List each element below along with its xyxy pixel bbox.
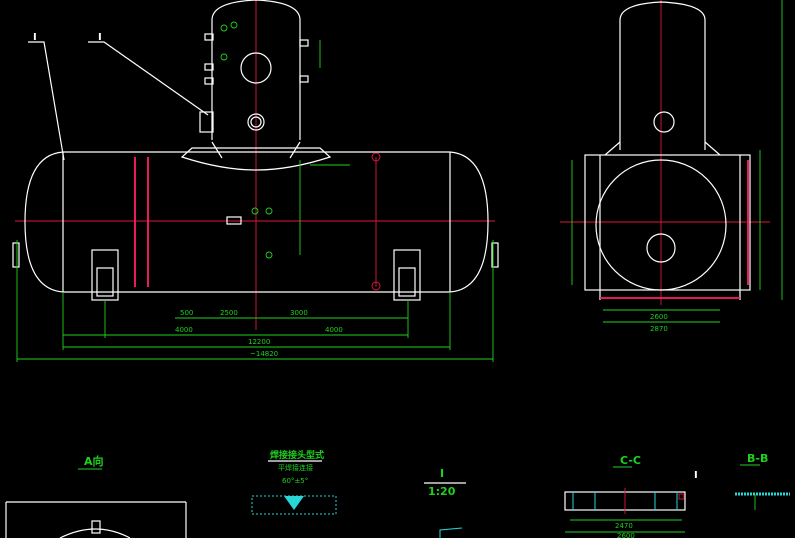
side-view: 2600 2870 <box>560 0 783 333</box>
dim-segment: 3000 <box>290 309 308 317</box>
lifting-lug-left <box>12 242 20 268</box>
weld-detail: 焊接接头型式 平焊接连接 60°±5° <box>251 449 337 515</box>
front-view: I I ~14820 12200 4000 4000 2500 3000 500 <box>12 0 499 362</box>
manhole-upper <box>240 52 272 84</box>
support-right <box>393 249 421 301</box>
horizontal-vessel-shell <box>24 151 489 293</box>
weld-subtitle: 平焊接连接 <box>278 463 313 472</box>
detail-i-partial <box>439 527 463 538</box>
nozzle <box>204 63 214 71</box>
dimension-lines <box>16 40 494 362</box>
view-a-label: A向 <box>84 454 104 468</box>
view-a: A向 <box>5 454 187 538</box>
gauge-connection <box>371 281 381 291</box>
weld-angle: 60°±5° <box>282 477 308 485</box>
nozzle <box>204 77 214 85</box>
nozzle <box>204 33 214 41</box>
side-dome <box>619 1 706 150</box>
dome-saddle <box>180 147 332 171</box>
section-bb: B-B <box>735 452 790 510</box>
detail-i-label: I <box>440 467 444 480</box>
side-nozzle <box>653 111 675 133</box>
side-nozzle <box>199 111 214 133</box>
detail-marker: I <box>98 32 102 43</box>
view-a-arc <box>59 528 131 538</box>
lifting-lug-right <box>491 242 499 268</box>
side-dimension-lines <box>571 0 783 323</box>
detail-marker-box <box>678 493 685 500</box>
weld-bead <box>284 496 304 510</box>
nozzle-circle <box>247 113 265 131</box>
cc-dim: 2600 <box>617 532 635 538</box>
dim-segment: 500 <box>180 309 193 317</box>
section-bb-label: B-B <box>747 452 768 465</box>
nozzle <box>299 75 309 83</box>
detail-leader <box>28 41 65 161</box>
cc-detail-marker: I <box>694 470 698 481</box>
section-cc-label: C-C <box>620 454 641 467</box>
nozzle <box>299 39 309 47</box>
detail-marker: I <box>33 32 37 43</box>
dim-support-left: 4000 <box>175 326 193 334</box>
view-a-nozzle <box>91 520 101 534</box>
support-inner <box>96 267 114 297</box>
nozzle-inner <box>250 116 262 128</box>
detail-scale: 1:20 <box>428 485 456 498</box>
side-dim: 2600 <box>650 313 668 321</box>
dome-vessel <box>211 0 301 140</box>
nameplate <box>226 216 242 225</box>
gauge-connection <box>371 152 381 162</box>
side-frame <box>584 154 751 291</box>
detail-i: I 1:20 <box>424 467 466 538</box>
section-cc: C-C I 2470 2600 <box>564 454 698 538</box>
support-inner <box>398 267 416 297</box>
saddle-rib <box>289 141 301 159</box>
cc-dim: 2470 <box>615 522 633 530</box>
saddle-rib <box>211 141 223 159</box>
detail-leader <box>88 41 209 116</box>
weld-title: 焊接接头型式 <box>270 449 324 461</box>
side-manhole <box>646 233 676 263</box>
brace <box>604 141 621 156</box>
brace <box>704 141 721 156</box>
green-nozzle-markers <box>220 21 273 259</box>
dim-support-right: 4000 <box>325 326 343 334</box>
side-dim: 2870 <box>650 325 668 333</box>
dim-shell-length: 12200 <box>248 338 270 346</box>
dim-segment: 2500 <box>220 309 238 317</box>
dim-overall-length: ~14820 <box>250 350 278 358</box>
